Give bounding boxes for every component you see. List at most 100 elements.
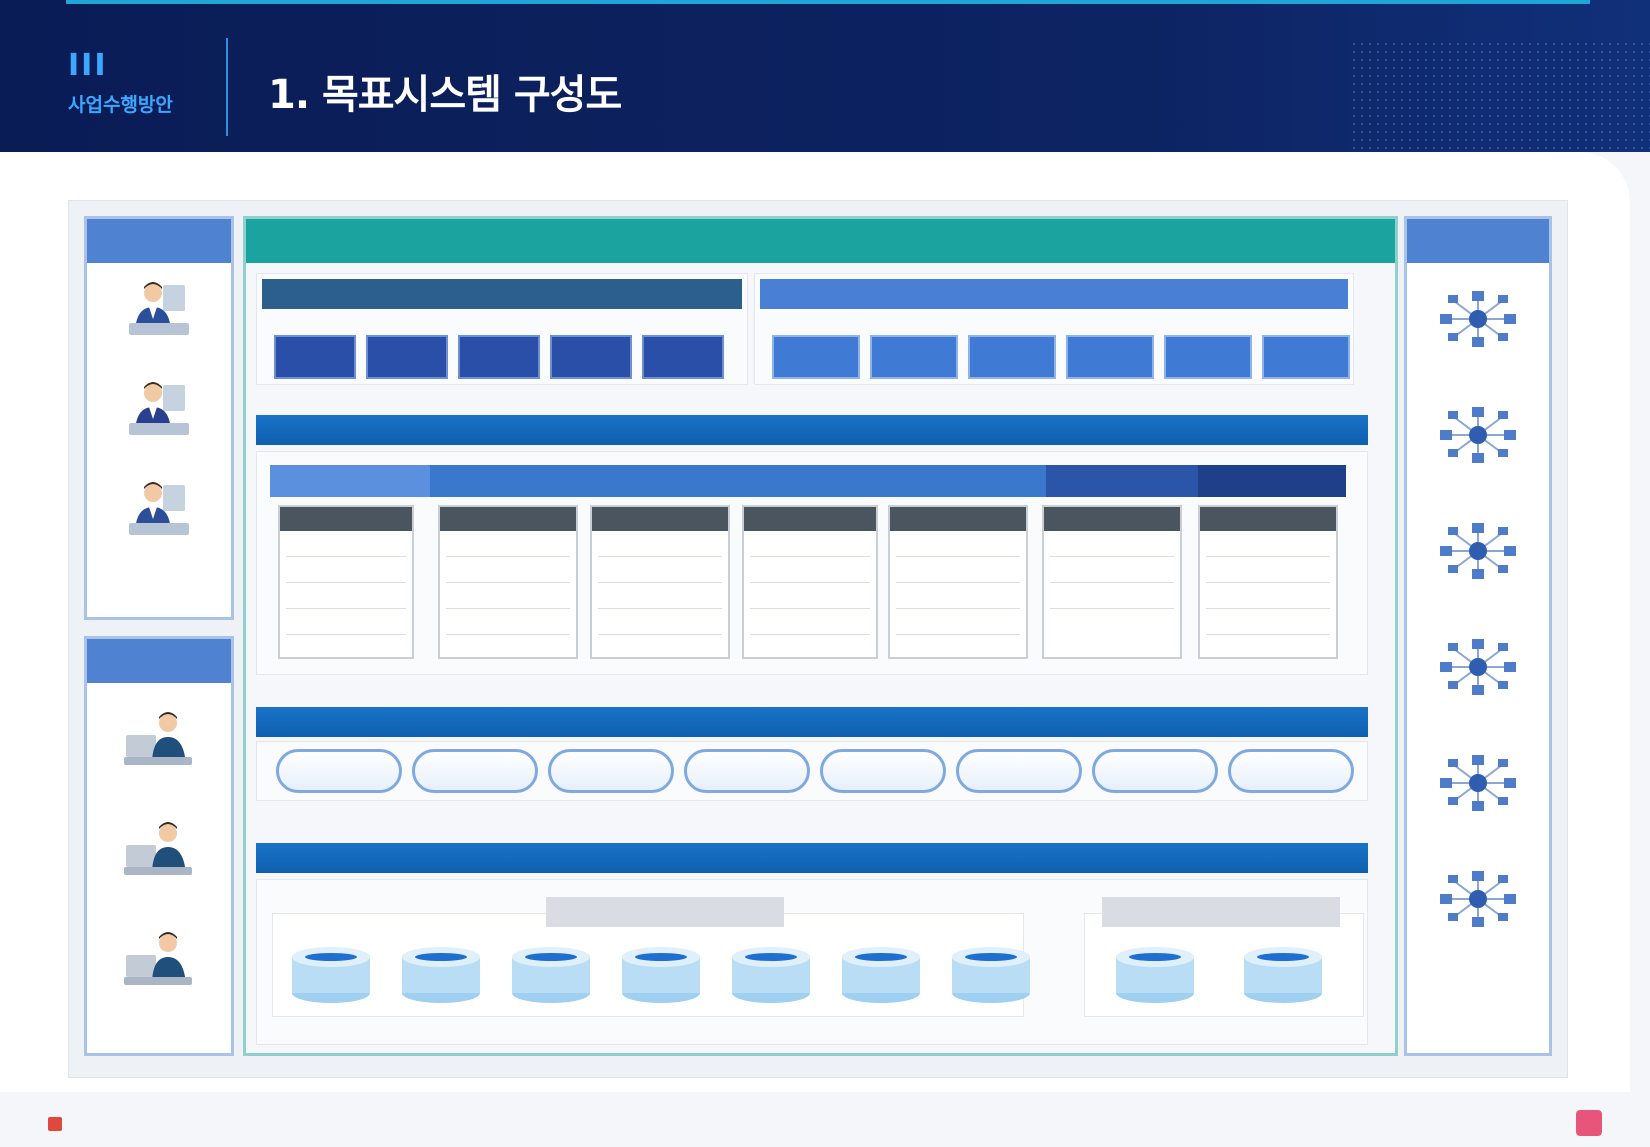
- top-left-tile: [458, 335, 540, 379]
- person-icon: [129, 382, 189, 435]
- top-left-tile: [274, 335, 356, 379]
- module-column: [438, 505, 578, 659]
- module-item: [750, 613, 870, 635]
- section-number: III: [68, 48, 108, 83]
- top-right-tile: [1164, 335, 1252, 379]
- common-service-pill: [684, 749, 810, 793]
- external-system-node: [1407, 751, 1549, 819]
- operator-icon: [124, 822, 192, 875]
- external-systems-panel: [1404, 216, 1552, 1056]
- network-node-icon: [1440, 639, 1516, 695]
- top-right-group-title: [760, 279, 1348, 309]
- database-item: [1114, 945, 1196, 1005]
- module-item: [1050, 561, 1174, 583]
- module-item: [286, 587, 406, 609]
- top-right-tile: [968, 335, 1056, 379]
- footer-company-logo: [48, 1117, 68, 1131]
- module-item: [598, 535, 722, 557]
- target-system-area: [243, 216, 1398, 1056]
- common-service-pill: [1228, 749, 1354, 793]
- network-node-icon: [1440, 755, 1516, 811]
- section-name: 사업수행방안: [68, 94, 173, 116]
- operator-figure: [87, 819, 231, 895]
- module-item: [896, 561, 1020, 583]
- module-header-segment: [1046, 465, 1198, 497]
- database-item: [620, 945, 702, 1005]
- db-left-title: [546, 897, 784, 927]
- module-item: [1206, 535, 1330, 557]
- module-item: [446, 587, 570, 609]
- common-service-bar: [256, 707, 1368, 737]
- database-item: [290, 945, 372, 1005]
- module-item: [1206, 613, 1330, 635]
- database-item: [510, 945, 592, 1005]
- users-panel-title: [87, 219, 231, 263]
- module-item: [750, 587, 870, 609]
- module-column-title: [890, 507, 1026, 531]
- top-left-tile: [642, 335, 724, 379]
- module-item: [1050, 535, 1174, 557]
- user-figure: [87, 279, 231, 355]
- external-system-node: [1407, 867, 1549, 935]
- header-banner: III 사업수행방안 1. 목표시스템 구성도: [0, 0, 1650, 152]
- external-system-node: [1407, 403, 1549, 471]
- module-header-segment: [270, 465, 430, 497]
- top-right-tile: [1262, 335, 1350, 379]
- module-item: [598, 561, 722, 583]
- external-system-node: [1407, 519, 1549, 587]
- top-left-tile: [550, 335, 632, 379]
- module-item: [286, 535, 406, 557]
- common-service-pill: [548, 749, 674, 793]
- external-system-node: [1407, 287, 1549, 355]
- module-item: [896, 613, 1020, 635]
- top-right-tile: [772, 335, 860, 379]
- module-item: [1050, 587, 1174, 609]
- user-figure: [87, 379, 231, 455]
- module-item: [598, 613, 722, 635]
- module-column: [888, 505, 1028, 659]
- footer-client-logo: [1576, 1110, 1610, 1136]
- database-item: [730, 945, 812, 1005]
- database-icon: [842, 947, 920, 1003]
- module-item: [286, 613, 406, 635]
- module-column-title: [1044, 507, 1180, 531]
- module-column-title: [440, 507, 576, 531]
- database-item: [950, 945, 1032, 1005]
- operator-figure: [87, 709, 231, 785]
- module-column-title: [592, 507, 728, 531]
- network-node-icon: [1440, 871, 1516, 927]
- external-systems-title: [1407, 219, 1549, 263]
- user-figure: [87, 479, 231, 555]
- operator-label: [87, 991, 231, 1005]
- network-node-icon: [1440, 407, 1516, 463]
- external-system-node: [1407, 635, 1549, 703]
- module-header-segment: [1198, 465, 1346, 497]
- network-node-icon: [1440, 291, 1516, 347]
- admins-panel-title: [87, 639, 231, 683]
- operator-icon: [124, 712, 192, 765]
- module-column-title: [744, 507, 876, 531]
- user-label: [87, 541, 231, 555]
- common-service-pill: [820, 749, 946, 793]
- module-item: [446, 613, 570, 635]
- module-item: [896, 535, 1020, 557]
- top-right-tile: [870, 335, 958, 379]
- module-item: [598, 587, 722, 609]
- platform-bar: [256, 415, 1368, 445]
- module-column: [1198, 505, 1338, 659]
- module-column: [1042, 505, 1182, 659]
- module-item: [750, 535, 870, 557]
- database-icon: [292, 947, 370, 1003]
- common-service-pill: [1092, 749, 1218, 793]
- admins-panel: [84, 636, 234, 1056]
- common-service-pill: [956, 749, 1082, 793]
- database-icon: [402, 947, 480, 1003]
- company-logo-icon: [48, 1117, 62, 1131]
- top-right-tile: [1066, 335, 1154, 379]
- top-left-tile: [366, 335, 448, 379]
- module-header-segment: [430, 465, 1046, 497]
- database-item: [840, 945, 922, 1005]
- operator-figure: [87, 929, 231, 1005]
- database-icon: [1244, 947, 1322, 1003]
- client-logo-icon: [1576, 1110, 1602, 1136]
